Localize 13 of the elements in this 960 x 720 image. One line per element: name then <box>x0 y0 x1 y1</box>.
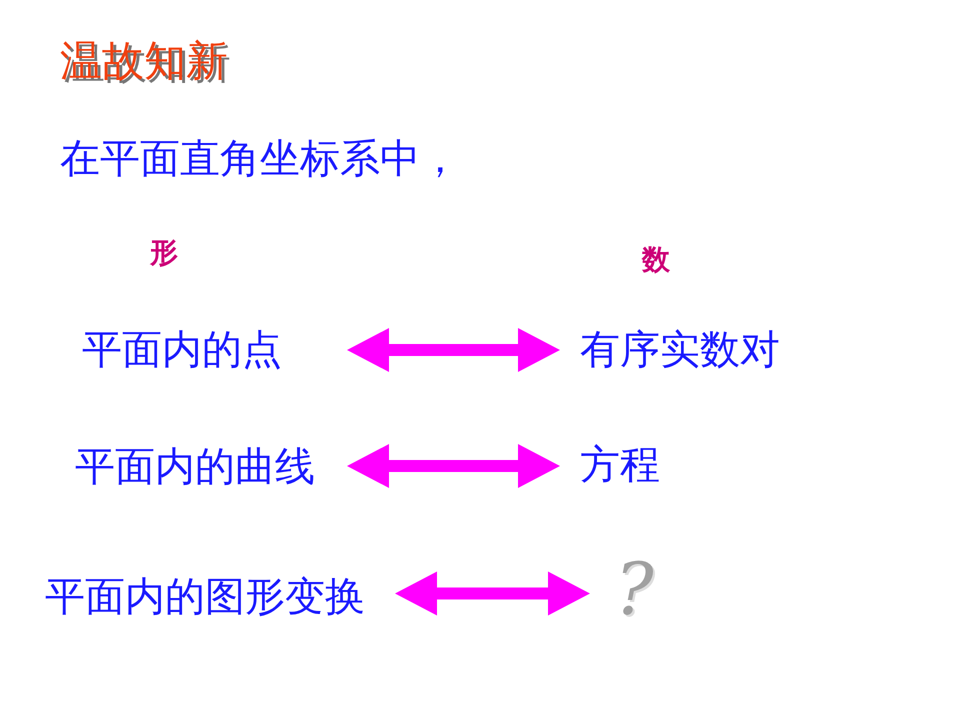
double-arrow <box>347 328 560 372</box>
question-mark: ? <box>615 550 654 630</box>
node-text: 有序实数对 <box>580 328 780 372</box>
column-heading: 数 <box>642 243 670 277</box>
node-text: 平面内的图形变换 <box>45 575 365 619</box>
node-text: 方程 <box>580 443 660 487</box>
double-arrow <box>395 572 590 616</box>
intro-text: 在平面直角坐标系中， <box>60 135 460 183</box>
double-arrow <box>347 444 560 488</box>
column-heading: 形 <box>150 236 178 270</box>
node-text: 平面内的点 <box>82 328 282 372</box>
node-text: 平面内的曲线 <box>75 445 315 489</box>
title-heading: 温故知新 <box>60 38 228 84</box>
